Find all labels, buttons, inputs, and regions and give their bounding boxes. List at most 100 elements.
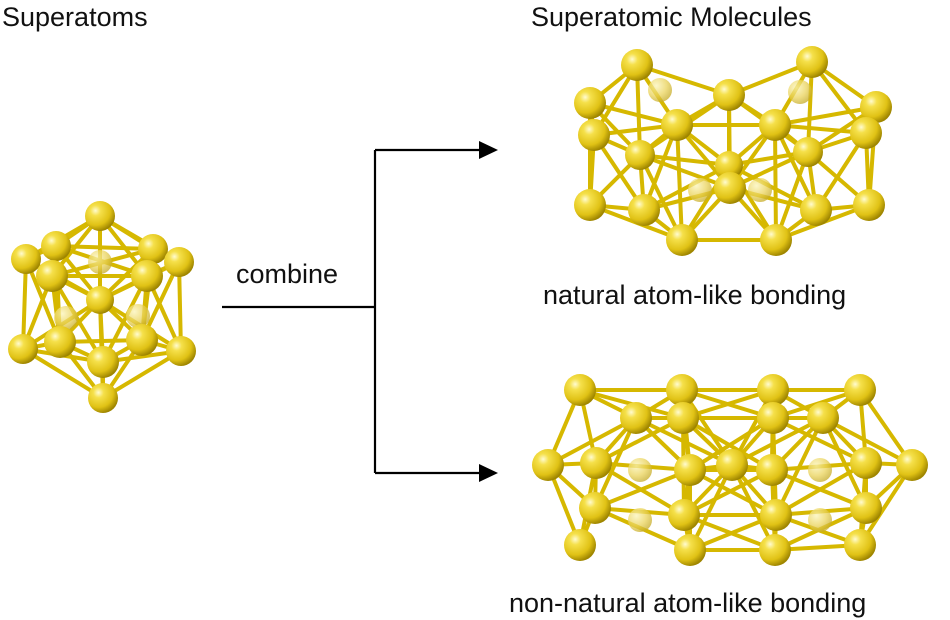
- atom: [36, 260, 68, 292]
- atom: [674, 454, 706, 486]
- atom: [715, 151, 743, 179]
- atom: [166, 336, 196, 366]
- bond: [21, 257, 28, 351]
- atom: [87, 346, 119, 378]
- atom-back: [648, 78, 672, 102]
- atom: [759, 109, 791, 141]
- non-natural-bonding-caption: non-natural atom-like bonding: [509, 588, 867, 618]
- atom: [564, 374, 596, 406]
- natural-bonding-molecule: [574, 46, 892, 256]
- atom-back: [54, 306, 78, 330]
- bond: [773, 105, 878, 127]
- bond: [727, 163, 818, 212]
- atom: [579, 492, 611, 524]
- atom: [666, 374, 698, 406]
- atom: [11, 244, 41, 274]
- atom: [759, 534, 791, 566]
- superatoms-heading: Superatoms: [2, 2, 148, 32]
- atom: [793, 137, 823, 167]
- bond: [675, 123, 684, 242]
- atom: [564, 529, 596, 561]
- bond: [688, 416, 775, 472]
- atom: [757, 374, 789, 406]
- bond: [21, 347, 105, 400]
- atom: [578, 119, 610, 151]
- atom: [138, 234, 168, 264]
- bond: [771, 416, 868, 465]
- bond: [773, 123, 778, 242]
- atom: [760, 499, 792, 531]
- atom-back: [628, 458, 652, 482]
- atom-back: [688, 178, 712, 202]
- atom: [667, 402, 699, 434]
- bond: [774, 461, 868, 517]
- combine-arrow-group: [222, 148, 482, 475]
- atom-back: [808, 458, 832, 482]
- non-natural-bonding-molecule: [532, 374, 928, 566]
- atom: [661, 109, 693, 141]
- atom: [621, 49, 653, 81]
- combine-label: combine: [236, 259, 339, 289]
- atom: [126, 324, 158, 356]
- atom: [88, 383, 118, 413]
- atom-back: [628, 508, 652, 532]
- atom: [844, 529, 876, 561]
- bond: [101, 349, 183, 400]
- atom: [853, 189, 885, 221]
- atom: [860, 91, 892, 123]
- atom: [713, 79, 745, 111]
- atom: [850, 447, 882, 479]
- atom: [574, 189, 606, 221]
- superatomic-molecules-heading: Superatomic Molecules: [531, 2, 812, 32]
- atom: [574, 87, 606, 119]
- bond: [101, 274, 149, 364]
- atom: [796, 46, 828, 78]
- atom-back: [748, 178, 772, 202]
- atom: [844, 374, 876, 406]
- atom: [716, 449, 748, 481]
- atom: [800, 194, 832, 226]
- atom: [628, 194, 660, 226]
- bond: [681, 416, 774, 472]
- bond: [642, 163, 731, 212]
- atom: [44, 326, 76, 358]
- atom: [896, 449, 928, 481]
- atom: [86, 286, 114, 314]
- atom: [850, 117, 882, 149]
- bond: [821, 416, 914, 467]
- atom: [666, 224, 698, 256]
- atom: [714, 172, 746, 204]
- atom: [757, 402, 789, 434]
- atom-back: [808, 508, 832, 532]
- atom: [131, 260, 163, 292]
- atom-back: [126, 304, 150, 328]
- bond: [682, 468, 774, 517]
- superatom-cluster: [8, 201, 196, 413]
- atom: [580, 447, 612, 479]
- bond: [54, 244, 155, 251]
- atom-back: [88, 250, 112, 274]
- atom: [164, 247, 194, 277]
- natural-bonding-caption: natural atom-like bonding: [543, 280, 847, 310]
- bond: [730, 416, 825, 467]
- atom: [620, 402, 652, 434]
- atom: [85, 201, 115, 231]
- bond: [594, 416, 685, 465]
- atom: [807, 402, 839, 434]
- atom: [756, 454, 788, 486]
- bond: [688, 468, 778, 517]
- atom-back: [788, 80, 812, 104]
- bond: [546, 416, 638, 467]
- atom: [532, 449, 564, 481]
- arrowhead-natural-icon: [479, 141, 498, 159]
- atom: [850, 492, 882, 524]
- bond: [635, 63, 731, 97]
- atom: [41, 231, 71, 261]
- atom: [674, 534, 706, 566]
- atom: [760, 224, 792, 256]
- atom: [668, 499, 700, 531]
- atom: [625, 140, 655, 170]
- bond: [593, 468, 692, 510]
- atom: [8, 334, 38, 364]
